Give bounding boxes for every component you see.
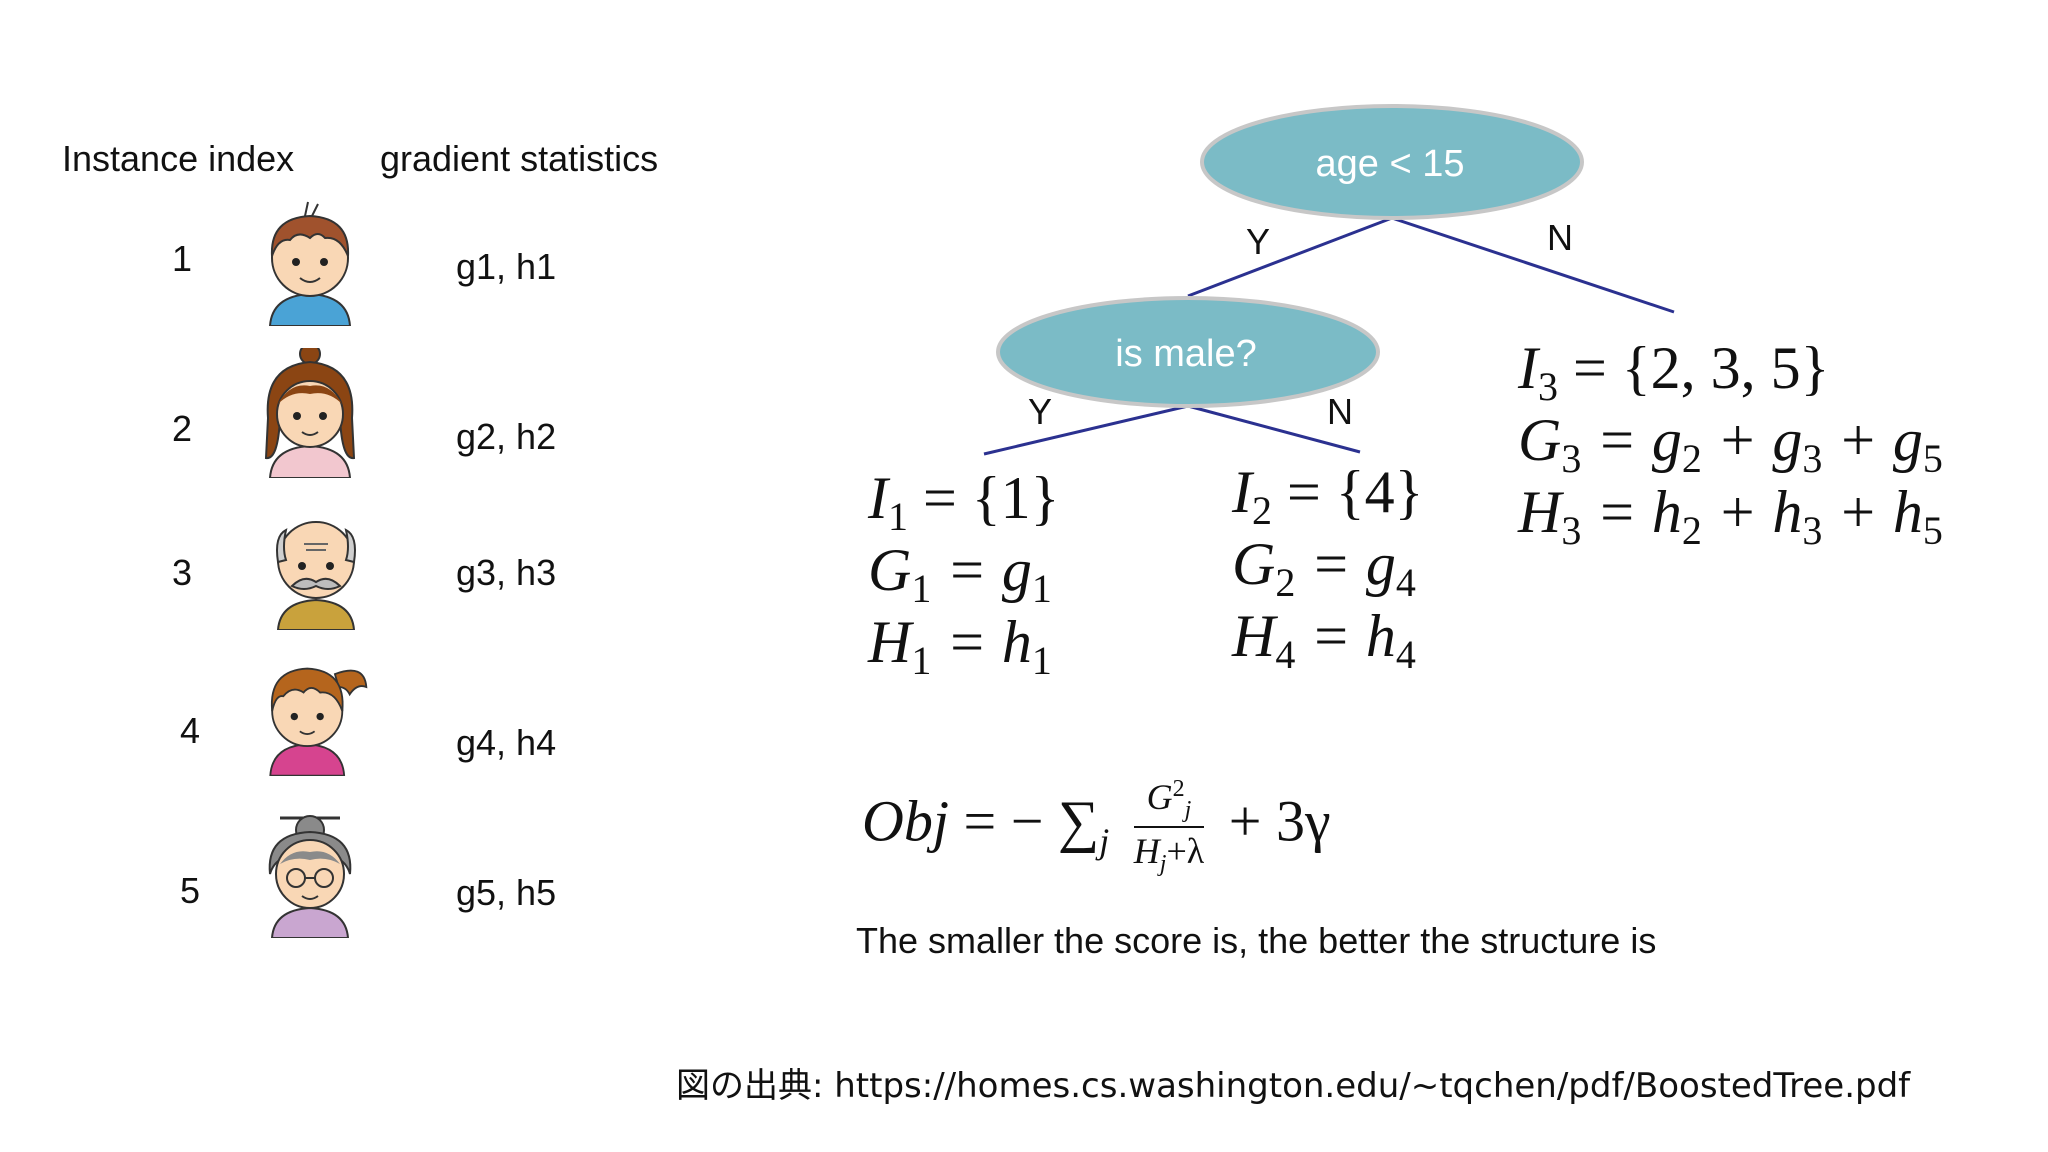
grandfather-face-icon [276,521,356,630]
gradient-stats-5: g5, h5 [456,872,557,913]
instance-index-2: 2 [171,408,193,449]
gradient-stats-4: g4, h4 [456,722,557,763]
child-node [996,296,1380,408]
objective-formula: Obj = − ∑j G2j Hj+λ + 3γ [862,776,1331,878]
objective-fraction: G2j Hj+λ [1133,776,1205,878]
leaf-1-gradient-sum: G1 = g1 [868,537,1052,611]
gradient-stats-2: g2, h2 [456,416,557,457]
child-node-label: is male? [1115,333,1257,375]
root-node-label: age < 15 [1316,143,1465,185]
gradient-statistics-header: gradient statistics [380,138,659,179]
leaf-1-instance-set: I1 = {1} [868,465,1060,539]
instance-index-header: Instance index [62,138,295,179]
figure-source: 図の出典: https://homes.cs.washington.edu/~t… [676,1066,1911,1106]
girl-face-icon [269,667,368,776]
child-yes-label: Y [1028,391,1052,432]
gradient-stats-1: g1, h1 [456,246,557,287]
grandmother-face-icon [268,815,352,938]
mother-face-icon [264,348,356,478]
edge-child-yes [983,404,1189,456]
boy-face-icon [268,201,352,326]
instance-index-5: 5 [179,870,201,911]
leaf-3-hessian-sum: H3 = h2 + h3 + h5 [1518,479,1943,553]
edge-root-no [1391,216,1675,314]
leaf-1-formulas: I1 = {1} G1 = g1 H1 = h1 [868,462,1060,683]
instance-index-1: 1 [171,238,193,279]
root-yes-label: Y [1246,221,1270,262]
leaf-3-instance-set: I3 = {2, 3, 5} [1518,335,1830,409]
root-no-label: N [1547,217,1573,258]
root-node [1200,104,1584,220]
leaf-2-hessian-sum: H4 = h4 [1232,603,1416,677]
gradient-stats-3: g3, h3 [456,552,557,593]
leaf-3-formulas: I3 = {2, 3, 5} G3 = g2 + g3 + g5 H3 = h2… [1518,332,1943,553]
leaf-2-instance-set: I2 = {4} [1232,459,1424,533]
leaf-2-gradient-sum: G2 = g4 [1232,531,1416,605]
leaf-3-gradient-sum: G3 = g2 + g3 + g5 [1518,407,1943,481]
child-no-label: N [1327,391,1353,432]
instance-index-4: 4 [179,710,201,751]
instance-index-3: 3 [171,552,193,593]
score-caption: The smaller the score is, the better the… [856,920,1657,961]
edge-child-no [1187,404,1361,454]
leaf-1-hessian-sum: H1 = h1 [868,609,1052,683]
leaf-2-formulas: I2 = {4} G2 = g4 H4 = h4 [1232,456,1424,677]
edge-root-yes [1187,216,1393,298]
